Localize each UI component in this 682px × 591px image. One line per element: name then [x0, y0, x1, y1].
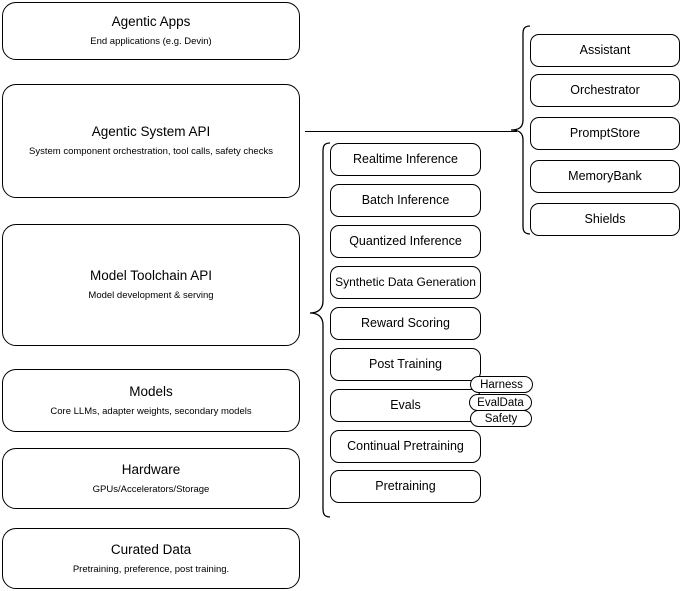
toolchain-item-reward-scoring[interactable]: Reward Scoring	[330, 307, 481, 340]
toolchain-item-label: Post Training	[369, 356, 442, 371]
toolchain-item-synthetic-data-generation[interactable]: Synthetic Data Generation	[330, 266, 481, 299]
system-component-label: Shields	[584, 211, 626, 226]
layer-title: Curated Data	[110, 541, 192, 557]
system-component-assistant[interactable]: Assistant	[530, 34, 680, 67]
evals-subitem-safety[interactable]: Safety	[470, 410, 532, 427]
layer-box-agentic-system-api[interactable]: Agentic System API System component orch…	[2, 84, 300, 198]
evals-subitem-label: EvalData	[477, 396, 524, 409]
brace-toolchain-items	[309, 142, 331, 518]
toolchain-item-quantized-inference[interactable]: Quantized Inference	[330, 225, 481, 258]
system-component-label: Orchestrator	[570, 82, 640, 97]
layer-subtitle: Model development & serving	[88, 290, 214, 301]
toolchain-item-continual-pretraining[interactable]: Continual Pretraining	[330, 430, 481, 463]
toolchain-item-batch-inference[interactable]: Batch Inference	[330, 184, 481, 217]
system-component-orchestrator[interactable]: Orchestrator	[530, 74, 680, 107]
toolchain-item-realtime-inference[interactable]: Realtime Inference	[330, 143, 481, 176]
layer-subtitle: System component orchestration, tool cal…	[29, 146, 273, 157]
toolchain-item-label: Batch Inference	[361, 192, 450, 207]
layer-box-curated-data[interactable]: Curated Data Pretraining, preference, po…	[2, 528, 300, 589]
toolchain-item-label: Quantized Inference	[349, 233, 462, 248]
toolchain-item-label: Evals	[390, 397, 421, 412]
toolchain-item-pretraining[interactable]: Pretraining	[330, 470, 481, 503]
system-component-shields[interactable]: Shields	[530, 203, 680, 236]
layer-title: Hardware	[121, 461, 181, 477]
layer-title: Agentic Apps	[111, 14, 191, 30]
toolchain-item-label: Realtime Inference	[353, 151, 458, 166]
evals-subitem-harness[interactable]: Harness	[470, 376, 533, 393]
layer-subtitle: End applications (e.g. Devin)	[90, 36, 212, 47]
toolchain-item-label: Continual Pretraining	[347, 438, 464, 453]
toolchain-item-post-training[interactable]: Post Training	[330, 348, 481, 381]
evals-subitem-evaldata[interactable]: EvalData	[469, 394, 532, 411]
layer-subtitle: Core LLMs, adapter weights, secondary mo…	[50, 405, 252, 417]
brace-system-components	[510, 25, 531, 235]
system-component-memorybank[interactable]: MemoryBank	[530, 160, 680, 193]
toolchain-item-evals[interactable]: Evals	[330, 389, 481, 422]
layer-subtitle: GPUs/Accelerators/Storage	[92, 483, 210, 495]
layer-title: Model Toolchain API	[89, 268, 213, 284]
layer-subtitle: Pretraining, preference, post training.	[72, 563, 230, 575]
layer-box-agentic-apps[interactable]: Agentic Apps End applications (e.g. Devi…	[2, 2, 300, 60]
toolchain-item-label: Reward Scoring	[361, 315, 450, 330]
layer-title: Agentic System API	[91, 124, 211, 140]
connector-agentic-system-api-to-components	[305, 131, 517, 133]
evals-subitem-label: Harness	[480, 378, 523, 391]
system-component-label: PromptStore	[569, 125, 641, 140]
system-component-label: MemoryBank	[568, 168, 642, 183]
layer-box-hardware[interactable]: Hardware GPUs/Accelerators/Storage	[2, 448, 300, 509]
layer-box-model-toolchain-api[interactable]: Model Toolchain API Model development & …	[2, 224, 300, 346]
toolchain-item-label: Pretraining	[375, 478, 436, 493]
system-component-label: Assistant	[579, 42, 631, 57]
layer-box-models[interactable]: Models Core LLMs, adapter weights, secon…	[2, 369, 300, 432]
layer-title: Models	[129, 383, 173, 399]
evals-subitem-label: Safety	[484, 412, 518, 425]
system-component-promptstore[interactable]: PromptStore	[530, 117, 680, 150]
toolchain-item-label: Synthetic Data Generation	[335, 275, 476, 289]
